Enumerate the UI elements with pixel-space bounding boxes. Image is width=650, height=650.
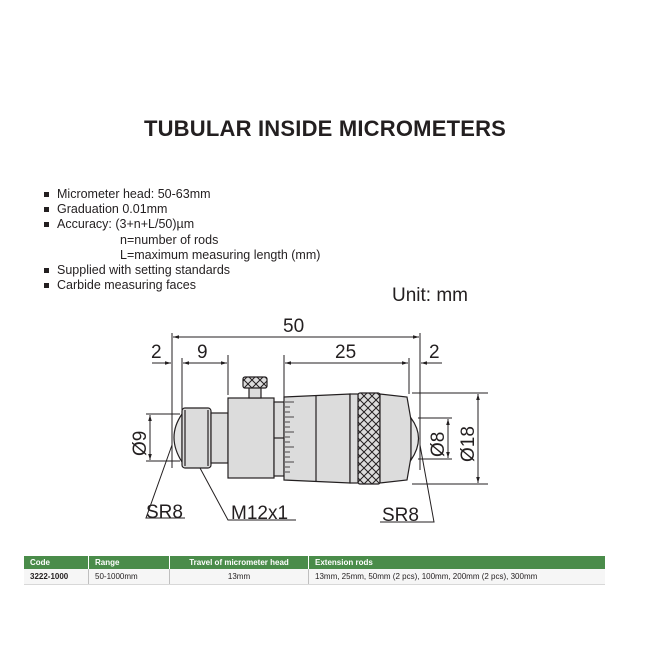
dim-body-diameter: Ø18 bbox=[458, 426, 479, 462]
dimension-lines bbox=[146, 335, 488, 485]
dimension-labels: 50 2 9 25 2 SR8 M12x1 SR8 Ø9 Ø8 Ø18 bbox=[130, 316, 479, 526]
col-header-code: Code bbox=[24, 556, 89, 569]
feature-list: Micrometer head: 50-63mm Graduation 0.01… bbox=[44, 187, 320, 293]
cell-range: 50-1000mm bbox=[88, 569, 170, 585]
cell-travel: 13mm bbox=[169, 569, 309, 585]
dim-left-radius: SR8 bbox=[146, 502, 183, 523]
page-title: TUBULAR INSIDE MICROMETERS bbox=[143, 116, 507, 141]
col-header-travel: Travel of micrometer head bbox=[169, 556, 309, 569]
feature-item: Supplied with setting standards bbox=[44, 263, 320, 278]
col-header-range: Range bbox=[88, 556, 170, 569]
feature-item: Carbide measuring faces bbox=[44, 278, 320, 293]
table-header-row: Code Range Travel of micrometer head Ext… bbox=[24, 556, 605, 569]
dim-right-radius: SR8 bbox=[382, 505, 419, 526]
micrometer-body bbox=[173, 376, 420, 485]
feature-subitem: n=number of rods bbox=[120, 232, 219, 247]
dim-thread-length: 9 bbox=[197, 342, 208, 363]
thimble-graduation-ticks bbox=[285, 401, 294, 473]
table-row: 3222-1000 50-1000mm 13mm 13mm, 25mm, 50m… bbox=[24, 569, 605, 585]
feature-item: Micrometer head: 50-63mm bbox=[44, 187, 320, 202]
dim-overall-length: 50 bbox=[283, 316, 304, 337]
dim-thread: M12x1 bbox=[231, 503, 288, 524]
unit-label: Unit: mm bbox=[392, 285, 468, 306]
dim-right-gap: 2 bbox=[429, 342, 440, 363]
col-header-extension-rods: Extension rods bbox=[308, 556, 605, 569]
leader-lines bbox=[145, 444, 435, 523]
feature-subitem: L=maximum measuring length (mm) bbox=[120, 247, 321, 262]
dim-tip-diameter: Ø8 bbox=[428, 432, 449, 457]
dim-left-gap: 2 bbox=[151, 342, 162, 363]
dim-thimble-length: 25 bbox=[335, 342, 356, 363]
spec-table: Code Range Travel of micrometer head Ext… bbox=[24, 556, 605, 585]
feature-item: Accuracy: (3+n+L/50)µm bbox=[44, 217, 320, 232]
cell-code: 3222-1000 bbox=[24, 569, 89, 585]
feature-item: Graduation 0.01mm bbox=[44, 202, 320, 217]
cell-extension-rods: 13mm, 25mm, 50mm (2 pcs), 100mm, 200mm (… bbox=[308, 569, 605, 585]
dim-left-diameter: Ø9 bbox=[130, 431, 151, 456]
